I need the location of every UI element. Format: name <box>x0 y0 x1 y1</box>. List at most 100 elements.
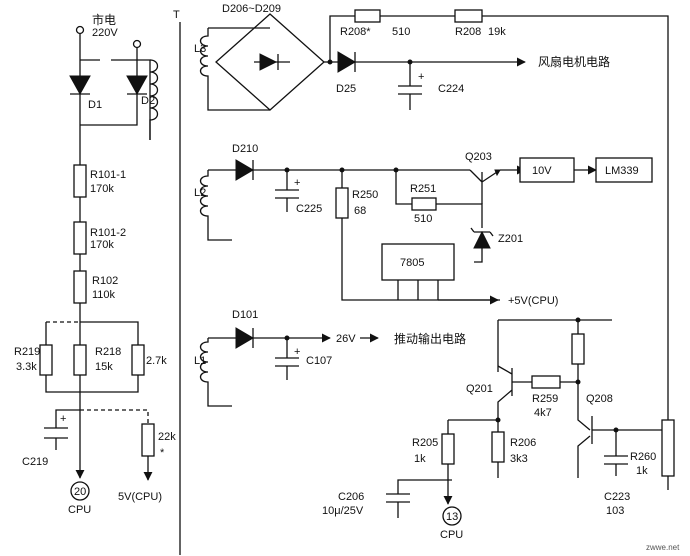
resistor-r102: R102 110k <box>73 270 118 304</box>
block-lm339-label: LM339 <box>605 165 639 177</box>
output-drive-circuit: 推动输出电路 <box>394 331 466 346</box>
watermark: zwwe.net <box>646 543 680 552</box>
mains-terminal-1 <box>75 25 85 35</box>
z201-label: Z201 <box>498 233 523 245</box>
c219-label: C219 <box>22 456 48 468</box>
bridge-rectifier: D206~D209 <box>215 3 325 111</box>
regulator-7805: 7805 <box>381 243 455 300</box>
capacitor-c223: C223 103 <box>604 430 630 517</box>
r260-value: 1k <box>636 465 648 477</box>
r206-value: 3k3 <box>510 453 528 465</box>
c107-plus: + <box>294 346 300 358</box>
coil-l1: L1 <box>194 338 232 407</box>
c224-label: C224 <box>438 83 464 95</box>
d101-label: D101 <box>232 309 258 321</box>
resistor-r259: R259 4k7 <box>531 375 561 419</box>
pin13-label: CPU <box>440 529 463 541</box>
block-10v-label: 10V <box>532 165 552 177</box>
resistor-r260: R260 1k <box>630 419 675 490</box>
r102-label: R102 <box>92 275 118 287</box>
diode-d2: D2 <box>126 75 155 107</box>
capacitor-c225: + C225 <box>275 170 322 215</box>
mains-terminal-2 <box>132 39 142 49</box>
c224-plus: + <box>418 71 424 83</box>
wire-zener <box>470 203 483 228</box>
transformer-label: T <box>173 9 180 21</box>
resistor-r251: R251 510 <box>410 183 437 225</box>
r205-value: 1k <box>414 453 426 465</box>
q203-label: Q203 <box>465 151 492 163</box>
transistor-q208: Q208 <box>577 382 616 478</box>
wire-mains-2 <box>136 48 151 140</box>
resistor-22k: 22k * <box>141 423 176 459</box>
block-lm339: LM339 <box>595 157 653 183</box>
r22k-star: * <box>160 447 165 459</box>
r101-1-label: R101-1 <box>90 169 126 181</box>
output-26v: 26V <box>336 333 356 345</box>
r218-value: 15k <box>95 361 113 373</box>
r259-value: 4k7 <box>534 407 552 419</box>
regulator-label: 7805 <box>400 257 424 269</box>
r206-label: R206 <box>510 437 536 449</box>
cpu-pin-20: 20 CPU <box>68 481 91 516</box>
resistor-top-q208 <box>571 320 585 382</box>
r250-label: R250 <box>352 189 378 201</box>
diode-d25: D25 <box>336 51 356 95</box>
c225-label: C225 <box>296 203 322 215</box>
resistor-r206: R206 3k3 <box>491 431 536 478</box>
diode-d210: D210 <box>232 143 258 181</box>
resistor-r101-2: R101-2 170k <box>73 221 126 255</box>
c206-label: C206 <box>338 491 364 503</box>
r101-2-value: 170k <box>90 239 114 251</box>
wire-divider-bus <box>80 321 139 345</box>
l3-label: L3 <box>194 43 206 55</box>
r208-value: 19k <box>488 26 506 38</box>
resistor-r219: R219 3.3k <box>14 344 53 376</box>
r102-value: 110k <box>92 289 116 301</box>
c206-value: 10μ/25V <box>322 505 364 517</box>
junction-r251 <box>393 167 399 173</box>
resistor-r218: R218 15k <box>73 344 121 376</box>
capacitor-c224: + C224 <box>398 62 464 110</box>
r219-label: R219 <box>14 346 40 358</box>
capacitor-c107: + C107 <box>275 338 332 380</box>
diode-d101: D101 <box>232 309 258 349</box>
junction-q201-emitter <box>495 417 501 423</box>
output-5v-cpu-right: +5V(CPU) <box>508 295 558 307</box>
resistor-2-7k: 2.7k <box>131 344 167 376</box>
resistor-r208: R208 19k <box>454 9 506 38</box>
resistor-r101-1: R101-1 170k <box>73 164 126 198</box>
r27k-value: 2.7k <box>146 355 167 367</box>
diode-d1: D1 <box>69 75 102 111</box>
r260-label: R260 <box>630 451 656 463</box>
wire-c219 <box>55 409 80 428</box>
c219-plus: + <box>60 413 66 425</box>
c223-value: 103 <box>606 505 624 517</box>
pin20-label: CPU <box>68 504 91 516</box>
transistor-q201: Q201 <box>466 365 528 420</box>
d210-label: D210 <box>232 143 258 155</box>
mains-input: 市电 220V <box>75 12 142 49</box>
coil-l2: L2 <box>194 170 232 241</box>
pin20-number: 20 <box>74 486 86 498</box>
cpu-pin-13: 13 CPU <box>440 506 463 541</box>
r208s-label: R208* <box>340 26 371 38</box>
mains-label: 市电 <box>92 12 116 27</box>
q201-label: Q201 <box>466 383 493 395</box>
output-fan-circuit: 风扇电机电路 <box>538 54 610 69</box>
wire-r205-r206 <box>448 419 499 432</box>
resistor-r208-star: R208* 510 <box>340 9 410 38</box>
coil-l3: L3 <box>194 28 270 111</box>
output-5v-cpu-left: 5V(CPU) <box>118 491 162 503</box>
wire-r208-chain <box>329 15 669 420</box>
bridge-label: D206~D209 <box>222 3 281 15</box>
dashed-link-22k <box>80 409 149 424</box>
r259-label: R259 <box>532 393 558 405</box>
c223-label: C223 <box>604 491 630 503</box>
capacitor-c219: + C219 <box>22 413 68 468</box>
wire-r251 <box>395 170 470 205</box>
l1-label: L1 <box>194 355 206 367</box>
wire-divider-bottom <box>45 375 139 393</box>
r251-label: R251 <box>410 183 436 195</box>
